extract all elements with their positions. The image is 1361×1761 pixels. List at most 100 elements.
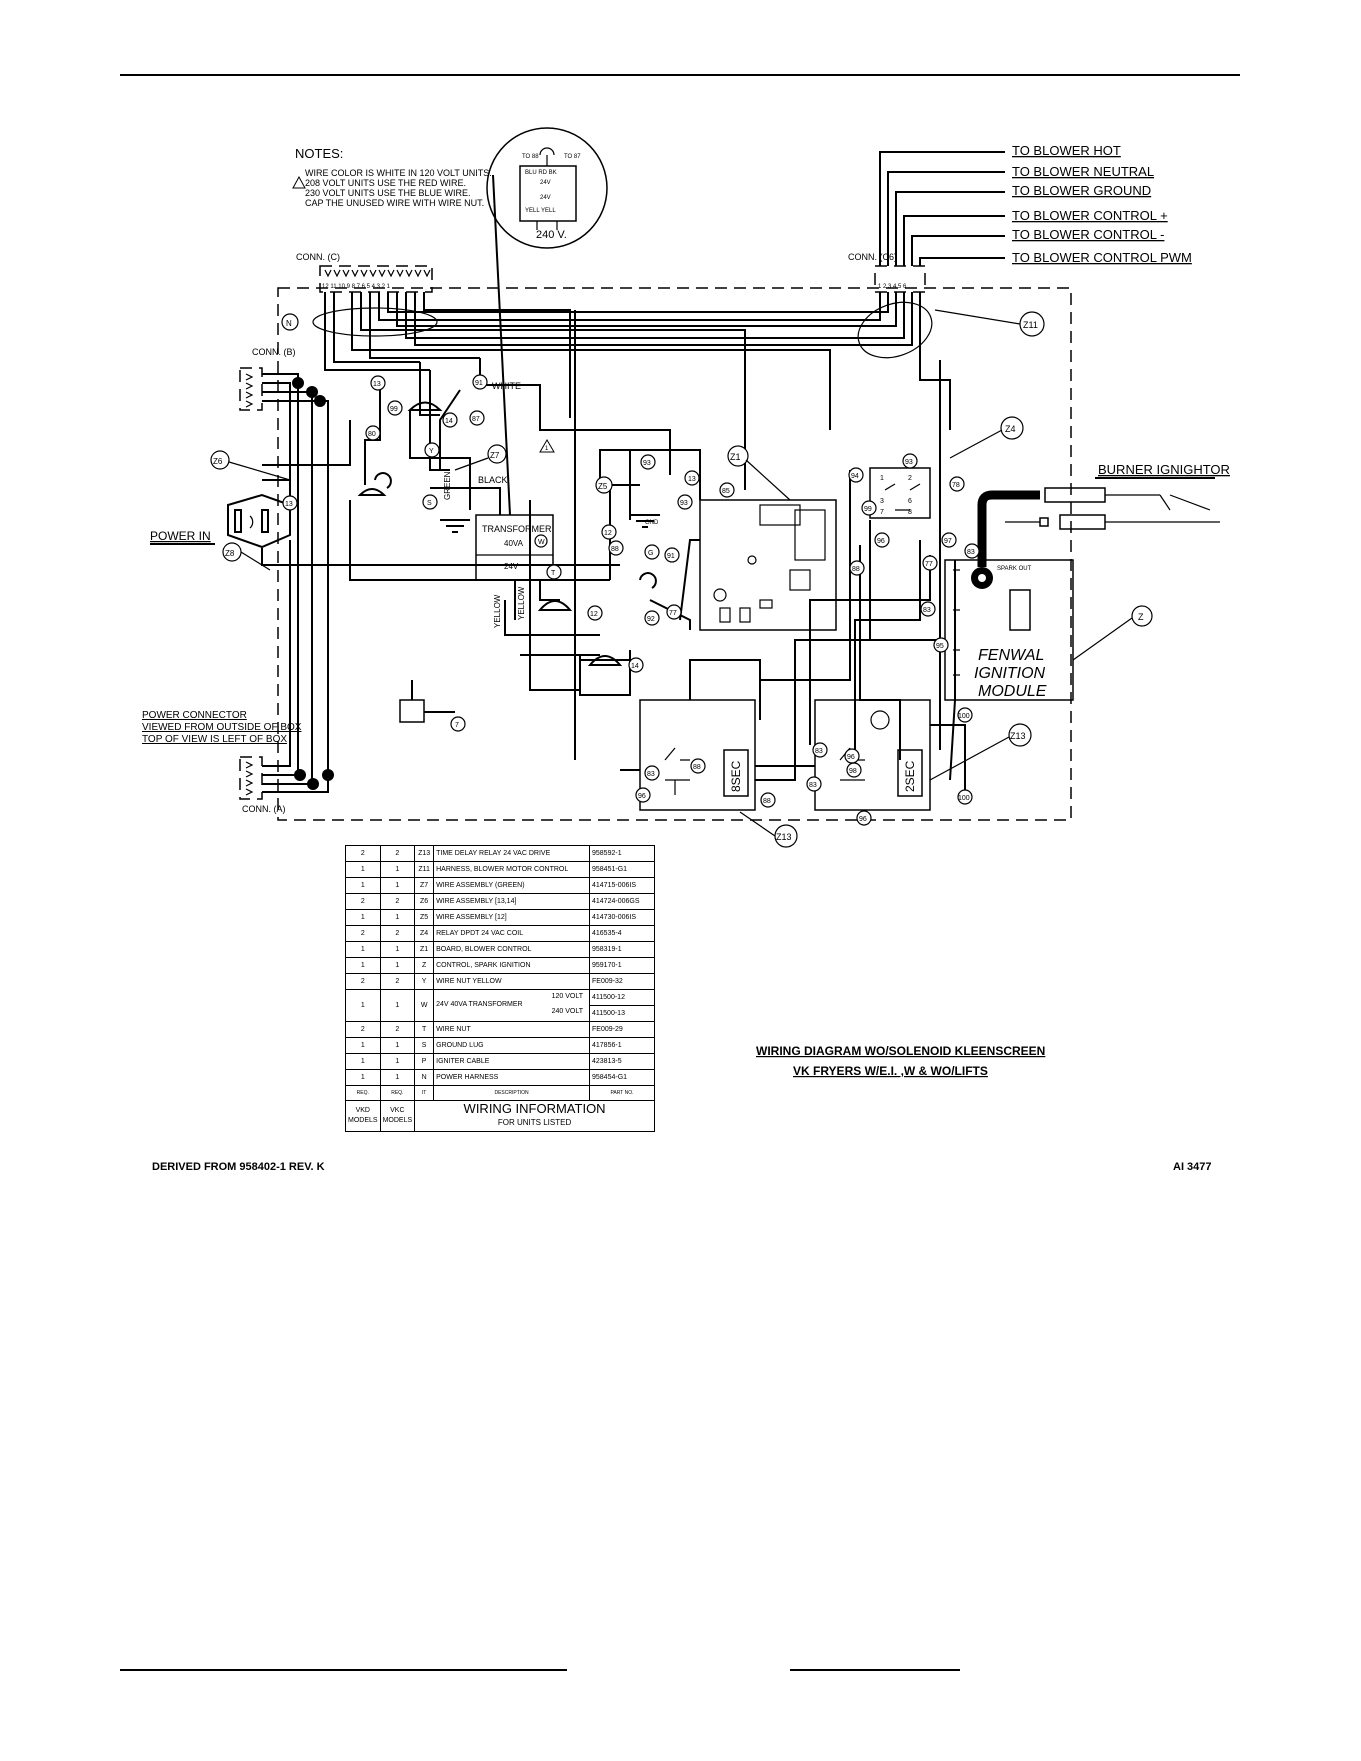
yellow-label-1: YELLOW [493, 594, 502, 628]
svg-text:Z7: Z7 [490, 451, 500, 460]
svg-text:93: 93 [680, 500, 688, 507]
fenwal-label-3: MODULE [978, 683, 1047, 700]
vkc-qty-cell: 1 [379, 989, 416, 1022]
voltage-120: 120 VOLT [551, 993, 583, 1000]
part-number-cell: 423813-5 [589, 1053, 655, 1070]
description-cell: CONTROL, SPARK IGNITION [433, 957, 590, 974]
svg-text:96: 96 [859, 816, 867, 823]
vkc-qty-cell: 1 [379, 1069, 416, 1086]
description-cell: WIRE ASSEMBLY [12] [433, 909, 590, 926]
part-number-cell: 414730-006IS [589, 909, 655, 926]
svg-text:N: N [286, 319, 292, 328]
svg-text:Z11: Z11 [1023, 320, 1038, 330]
warning-triangle-icon [292, 175, 306, 189]
item-cell: Z13 [414, 845, 435, 862]
svg-text:13: 13 [285, 501, 293, 508]
vkd-qty-cell: 1 [345, 1037, 381, 1054]
wiring-information-title: WIRING INFORMATION [463, 1101, 606, 1116]
vkc-qty-cell: 2 [379, 893, 416, 910]
svg-text:80: 80 [368, 431, 376, 438]
top-harness-wires [324, 292, 913, 490]
gnd-label: GND [645, 520, 659, 526]
description-cell: RELAY DPDT 24 VAC COIL [433, 925, 590, 942]
conn-c6-pins: 1 2 3 4 5 6 [878, 284, 907, 290]
part-number-cell: 958592-1 [589, 845, 655, 862]
inset-row1: BLU RD BK [525, 170, 557, 176]
plug-stub [399, 699, 425, 723]
svg-text:Z13: Z13 [1010, 731, 1026, 741]
relay-2sec-label: 2SEC [903, 760, 917, 792]
description-cell: IGNITER CABLE [433, 1053, 590, 1070]
transformer-va: 40VA [504, 539, 524, 548]
power-connector-label-3: TOP OF VIEW IS LEFT OF BOX [142, 734, 287, 745]
green-label: GREEN [443, 471, 452, 500]
description-cell: WIRE ASSEMBLY [13,14] [433, 893, 590, 910]
part-number-cell: 958451-G1 [589, 861, 655, 878]
svg-text:93: 93 [643, 460, 651, 467]
transformer-label: TRANSFORMER [482, 524, 552, 534]
svg-text:14: 14 [445, 418, 453, 425]
transformer-w: W [538, 539, 545, 546]
item-cell: W [414, 989, 435, 1022]
fenwal-label-2: IGNITION [974, 665, 1046, 682]
svg-text:91: 91 [667, 553, 675, 560]
svg-text:83: 83 [647, 771, 655, 778]
callout-circles: N Z11 Z4 Z1 Z5 Z6 Z7 Z8 Z Z13 Z13 S Y T … [210, 309, 1153, 848]
item-cell: N [414, 1069, 435, 1086]
svg-text:Z4: Z4 [1005, 424, 1016, 434]
svg-text:Z5: Z5 [598, 482, 608, 491]
svg-text:97: 97 [944, 538, 952, 545]
svg-text:96: 96 [877, 538, 885, 545]
power-in-label: POWER IN [150, 529, 211, 543]
part-number-cell: 416535-4 [589, 925, 655, 942]
part-number-cell: 958454-G1 [589, 1069, 655, 1086]
svg-text:1: 1 [880, 475, 884, 482]
svg-text:77: 77 [925, 561, 933, 568]
conn-c-pins: 12 11 10 9 8 7 6 5 4 3 2 1 [322, 284, 391, 290]
vkd-qty-cell: 1 [345, 941, 381, 958]
item-cell: Z5 [414, 909, 435, 926]
svg-text:95: 95 [936, 643, 944, 650]
vkc-qty-cell: 1 [379, 909, 416, 926]
svg-text:12: 12 [590, 611, 598, 618]
svg-text:Z1: Z1 [730, 452, 741, 462]
vkd-qty-cell: 2 [345, 845, 381, 862]
svg-text:6: 6 [908, 498, 912, 505]
item-cell: Z [414, 957, 435, 974]
description-cell: BOARD, BLOWER CONTROL [433, 941, 590, 958]
header-req: REQ. [345, 1085, 381, 1101]
description-cell: WIRE NUT [433, 1021, 590, 1038]
fenwal-ignition-module [944, 559, 1074, 701]
svg-text:87: 87 [472, 416, 480, 423]
part-number-cell: FE009-32 [589, 973, 655, 990]
svg-text:100: 100 [958, 713, 970, 720]
ground-lug-icon [440, 519, 470, 533]
item-cell: T [414, 1021, 435, 1038]
blower-leads [879, 151, 1005, 266]
header-req: REQ. [379, 1085, 416, 1101]
svg-text:14: 14 [631, 663, 639, 670]
vkd-qty-cell: 1 [345, 861, 381, 878]
svg-text:3: 3 [880, 498, 884, 505]
bottom-wires [529, 310, 966, 790]
inset-voltage: 240 V. [536, 229, 567, 241]
notes-line-1: WIRE COLOR IS WHITE IN 120 VOLT UNITS. [305, 168, 492, 178]
description-cell: HARNESS, BLOWER MOTOR CONTROL [433, 861, 590, 878]
transformer-wires [262, 358, 701, 696]
harness-z11 [857, 301, 933, 359]
power-connector-label-1: POWER CONNECTOR [142, 710, 247, 721]
conn-c6 [874, 265, 926, 293]
power-connector-label-2: VIEWED FROM OUTSIDE OF BOX [142, 722, 302, 733]
spark-out-label: SPARK OUT [997, 566, 1032, 572]
part-number-cell: 414724-006GS [589, 893, 655, 910]
svg-text:99: 99 [864, 506, 872, 513]
blower-control-plus-label: TO BLOWER CONTROL + [1012, 208, 1168, 223]
svg-text:88: 88 [611, 546, 619, 553]
svg-text:S: S [427, 500, 432, 507]
svg-text:83: 83 [815, 748, 823, 755]
